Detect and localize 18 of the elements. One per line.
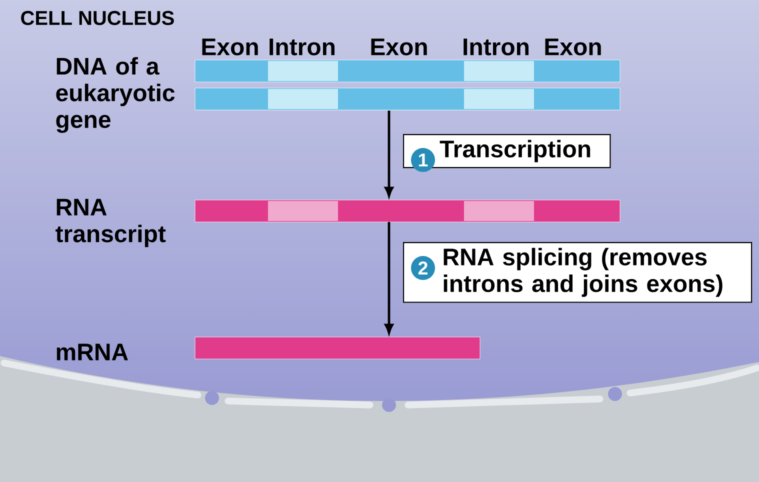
edge-label: RNA splicing (removes introns and joins exons) bbox=[444, 248, 722, 297]
step-number: 2 bbox=[411, 256, 435, 280]
dna-bar bbox=[194, 60, 620, 110]
segment-label: Intron bbox=[270, 38, 335, 56]
segment-label: Exon bbox=[371, 38, 427, 56]
bar-label: mRNA bbox=[56, 344, 128, 360]
title: CELL NUCLEUS bbox=[21, 10, 174, 26]
rna-bar bbox=[194, 336, 480, 360]
segment-label: Exon bbox=[545, 38, 601, 56]
arrow bbox=[384, 222, 394, 334]
segment-label: Intron bbox=[464, 38, 529, 56]
edge-label: Transcription bbox=[440, 140, 590, 162]
bar-label: RNA transcript bbox=[56, 198, 166, 248]
arrow bbox=[384, 110, 394, 197]
rna-bar bbox=[194, 200, 620, 222]
step-number: 1 bbox=[411, 148, 435, 172]
bar-label: DNA of a eukaryotic gene bbox=[56, 57, 175, 133]
segment-label: Exon bbox=[202, 38, 258, 56]
